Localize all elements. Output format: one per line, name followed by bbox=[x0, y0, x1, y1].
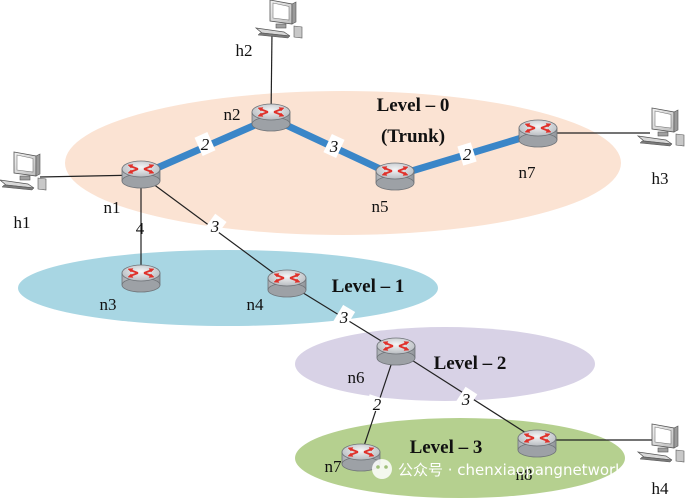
weight-n1-n2: 2 bbox=[201, 135, 210, 154]
router-n4 bbox=[267, 269, 307, 298]
watermark: 公众号 · chenxiaopangnetwork bbox=[372, 459, 624, 479]
weight-n4-n6: 3 bbox=[339, 308, 349, 327]
weight-n2-n5: 3 bbox=[329, 137, 339, 156]
label-n8: n8 bbox=[516, 465, 533, 484]
label-n2: n2 bbox=[224, 105, 241, 124]
weight-n1-n4: 3 bbox=[210, 217, 220, 236]
host-h1 bbox=[0, 151, 47, 191]
label-h4: h4 bbox=[652, 479, 670, 498]
router-n2 bbox=[251, 103, 291, 132]
level-1-region bbox=[18, 250, 438, 326]
router-n6 bbox=[376, 337, 416, 366]
host-h4 bbox=[637, 423, 685, 463]
weight-n6-n7: 2 bbox=[373, 395, 382, 414]
level-0-region bbox=[65, 91, 621, 235]
router-n5 bbox=[375, 162, 415, 191]
weight-n5-n7: 2 bbox=[463, 145, 472, 164]
label-level-2: Level – 2 bbox=[434, 353, 507, 374]
label-level-3: Level – 3 bbox=[410, 437, 483, 458]
label-h2: h2 bbox=[236, 41, 253, 60]
router-n3 bbox=[121, 264, 161, 293]
label-n1: n1 bbox=[104, 198, 121, 217]
watermark-text: 公众号 · chenxiaopangnetwork bbox=[398, 461, 624, 479]
weight-n1-n3: 4 bbox=[136, 219, 145, 238]
label-n7-level3: n7 bbox=[325, 457, 343, 476]
router-n1 bbox=[121, 160, 161, 189]
label-n6: n6 bbox=[348, 368, 365, 387]
label-n5: n5 bbox=[372, 197, 389, 216]
label-level-0-trunk: (Trunk) bbox=[381, 126, 445, 147]
label-h1: h1 bbox=[14, 213, 31, 232]
host-h2 bbox=[255, 0, 303, 39]
host-h3 bbox=[637, 107, 685, 147]
label-n3: n3 bbox=[100, 295, 117, 314]
weight-n6-n8: 3 bbox=[461, 390, 471, 409]
label-h3: h3 bbox=[652, 169, 669, 188]
label-level-1: Level – 1 bbox=[332, 276, 405, 297]
label-n7-trunk: n7 bbox=[519, 163, 537, 182]
wechat-icon bbox=[372, 459, 392, 479]
router-n7-trunk bbox=[518, 119, 558, 148]
label-n4: n4 bbox=[247, 295, 265, 314]
label-level-0: Level – 0 bbox=[377, 95, 450, 116]
router-n8 bbox=[517, 429, 557, 458]
level-2-region bbox=[295, 327, 595, 401]
